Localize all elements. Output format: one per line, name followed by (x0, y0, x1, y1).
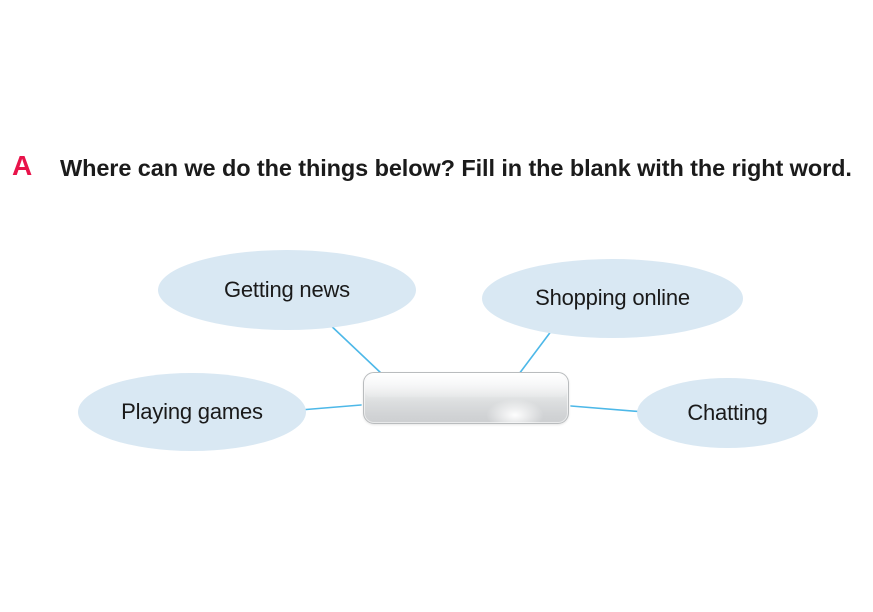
connector-shopping-online (518, 329, 553, 375)
exercise-marker: A (12, 150, 32, 181)
connector-playing-games (299, 404, 362, 411)
connector-getting-news (325, 320, 383, 375)
node-label: Chatting (687, 399, 768, 425)
node-label: Getting news (223, 276, 350, 302)
instruction-block: A Where can we do the things below? Fill… (0, 148, 873, 238)
mind-map-node-playing-games[interactable]: Playing games (78, 373, 306, 451)
instruction-text: Where can we do the things below? Fill i… (60, 155, 852, 181)
answer-blank-box[interactable] (363, 372, 569, 424)
mind-map-node-chatting[interactable]: Chatting (637, 378, 818, 448)
answer-blank-value (364, 373, 568, 423)
mind-map-node-getting-news[interactable]: Getting news (158, 250, 416, 330)
node-label: Playing games (121, 398, 263, 424)
node-label: Shopping online (535, 285, 690, 311)
connector-chatting (570, 405, 646, 413)
mind-map-node-shopping-online[interactable]: Shopping online (482, 259, 743, 338)
